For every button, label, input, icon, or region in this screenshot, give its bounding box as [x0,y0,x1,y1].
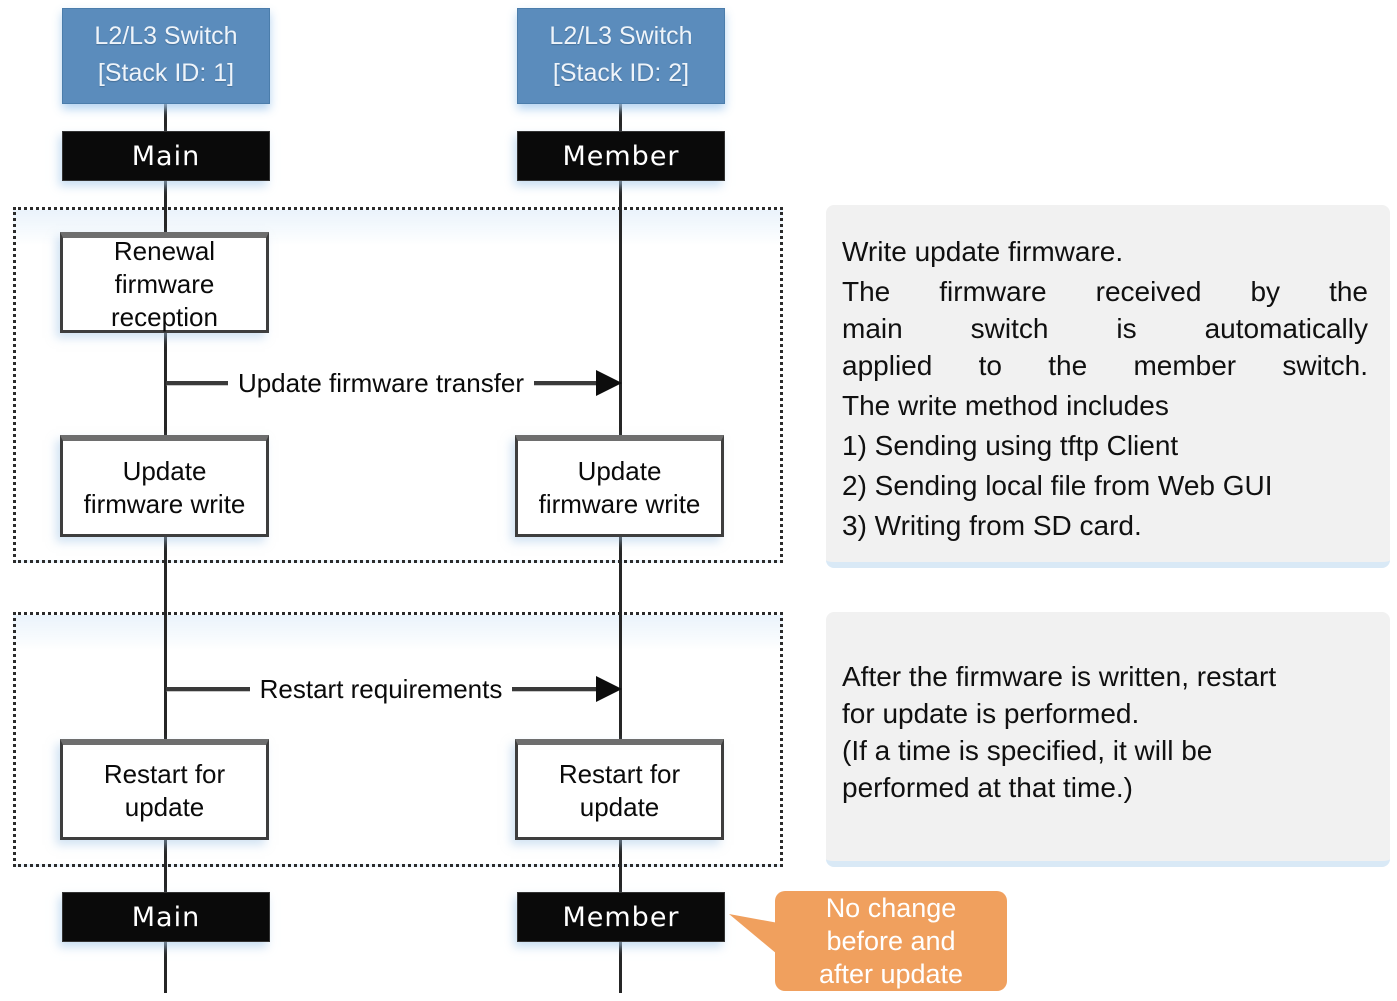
restart-note: After the firmware is written, restart f… [826,612,1390,867]
note-method-item: 3) Writing from SD card. [842,510,1142,541]
no-change-callout: No change before and after update [775,891,1007,991]
note-method-item: 1) Sending using tftp Client [842,430,1179,461]
arrowhead-icon [596,370,622,396]
note-line: The write method includes [842,390,1169,421]
restart-requirements-text: Restart requirements [249,674,513,704]
main-role-badge-top: Main [62,131,270,181]
switch-1-lifeline [164,104,167,993]
arrowhead-icon [596,676,622,702]
note-line: After the firmware is written, restart f… [842,661,1277,803]
callout-tail [729,914,777,954]
restart-for-update-box-member: Restart for update [515,739,724,840]
main-role-badge-bottom: Main [62,892,270,942]
switch-2-header: L2/L3 Switch [Stack ID: 2] [517,8,725,104]
member-role-badge-bottom: Member [517,892,725,942]
firmware-write-note: Write update firmware. The firmware rece… [826,205,1390,568]
switch-1-header: L2/L3 Switch [Stack ID: 1] [62,8,270,104]
restart-for-update-box-main: Restart for update [60,739,269,840]
update-firmware-write-box-member: Update firmware write [515,435,724,537]
renewal-firmware-reception-box: Renewal firmware reception [60,232,269,333]
update-firmware-transfer-label: Update firmware transfer [166,362,596,404]
note-line: The firmware received by the main switch… [842,276,1368,381]
switch-2-lifeline [619,104,622,993]
update-firmware-transfer-text: Update firmware transfer [227,368,535,398]
restart-requirements-label: Restart requirements [166,668,596,710]
note-line: Write update firmware. [842,236,1124,267]
note-method-item: 2) Sending local file from Web GUI [842,470,1273,501]
update-firmware-write-box-main: Update firmware write [60,435,269,537]
member-role-badge-top: Member [517,131,725,181]
